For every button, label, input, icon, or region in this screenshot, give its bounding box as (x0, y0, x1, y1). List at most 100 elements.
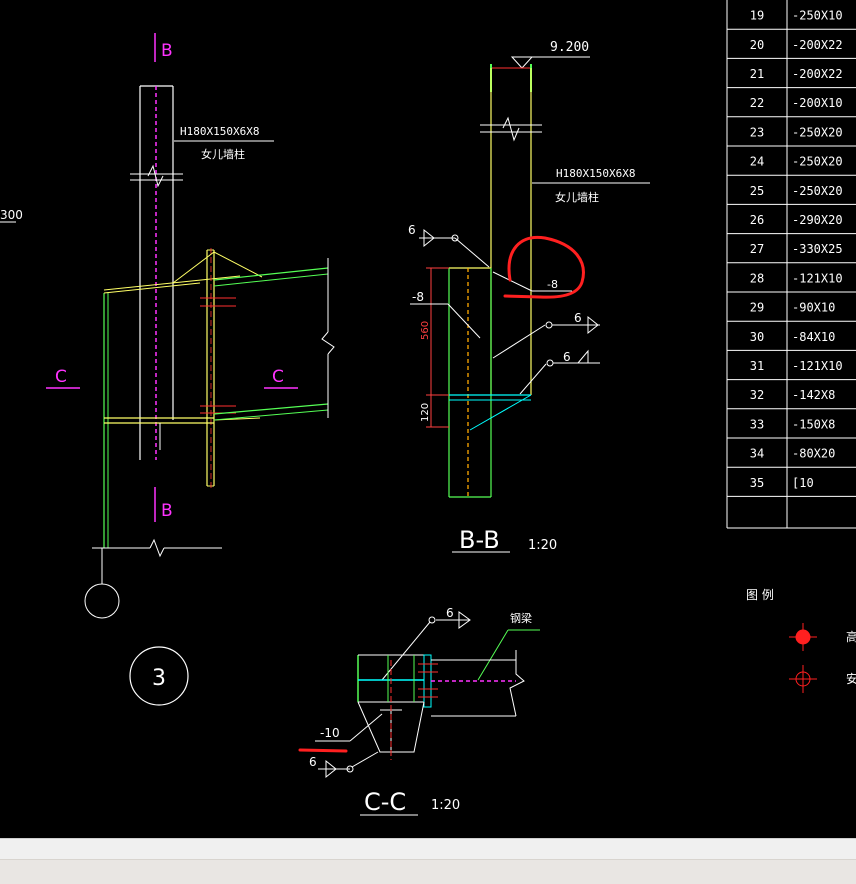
elevation-triangle (510, 56, 534, 69)
cc-weld-bottom-flag (325, 759, 337, 779)
left-member-note: 女儿墙柱 (201, 147, 245, 161)
bb-weld-6-top-circle (451, 234, 459, 242)
cc-title: C-C (364, 788, 406, 816)
table-cell-number: 33 (750, 417, 764, 431)
table-cell-spec: -290X20 (792, 213, 843, 227)
legend: 图 例 高 安 (746, 588, 856, 693)
cc-plate-10: -10 (320, 726, 340, 740)
bb-weld-6-top-flag (423, 228, 435, 248)
bb-plate-8-right-arrow (492, 271, 533, 292)
top-haunch (172, 251, 263, 284)
legend-title: 图 例 (746, 588, 774, 602)
status-strip-lower (0, 859, 856, 884)
bb-plate-8-left: -8 (412, 290, 424, 304)
table-cell-spec: -121X10 (792, 271, 843, 285)
table-cell-number: 32 (750, 388, 764, 402)
left-member-label: H180X150X6X8 (180, 125, 259, 138)
red-markup-circle (503, 235, 585, 299)
column-break-zigzag (147, 164, 164, 188)
bb-cap-diagonal (469, 394, 532, 431)
table-cell-number: 24 (750, 155, 764, 169)
bb-weld-6-mid: 6 (574, 311, 582, 325)
bb-title: B-B (459, 526, 500, 554)
detail-number-bubble (129, 646, 189, 706)
bb-weld-6-mid-flag (587, 315, 599, 335)
table-cell-number: 26 (750, 213, 764, 227)
bb-weld-6-low: 6 (563, 350, 571, 364)
sloped-roof-line (103, 282, 201, 294)
bb-member-note: 女儿墙柱 (555, 190, 599, 204)
bb-weld-6-top-arrow (454, 237, 490, 268)
cc-weld-top-circle (428, 616, 436, 624)
cc-scale: 1:20 (431, 798, 460, 813)
red-markup-underline (298, 748, 348, 753)
bb-weld-6-low-circle (546, 359, 554, 367)
cc-weld-top-flag (458, 611, 471, 629)
table-cell-number: 22 (750, 96, 764, 110)
section-bb: 9.200 H180X150X6X8 女儿墙柱 6 (408, 40, 650, 554)
table-cell-spec: -250X10 (792, 9, 843, 23)
table-cell-number: 20 (750, 38, 764, 52)
table-cell-spec: -84X10 (792, 330, 835, 344)
legend-item-1: 高 (846, 629, 856, 644)
roof-beam-bottom-flange (213, 403, 329, 415)
section-b-top-label: B (161, 41, 173, 61)
table-cell-spec: -250X20 (792, 184, 843, 198)
table-cell-spec: -121X10 (792, 359, 843, 373)
bb-break-zigzag (502, 116, 520, 142)
cc-weld-bottom-arrow (351, 751, 379, 768)
cc-weld-top: 6 (446, 606, 454, 620)
table-cell-spec: -200X22 (792, 38, 843, 52)
table-cell-number: 34 (750, 447, 764, 461)
sloped-roof-line-2 (103, 275, 241, 291)
detail-number: 3 (152, 666, 166, 691)
material-table: 19-250X1020-200X2221-200X2222-200X1023-2… (726, 0, 856, 529)
cc-weld-top-arrow (381, 621, 431, 681)
table-cell-number: 28 (750, 271, 764, 285)
bb-weld-6-top: 6 (408, 223, 416, 237)
table-cell-number: 21 (750, 67, 764, 81)
table-cell-spec: -200X10 (792, 96, 843, 110)
bb-plate-8-right: -8 (547, 278, 558, 291)
table-cell-spec: -150X8 (792, 417, 835, 431)
section-b-bottom-label: B (161, 501, 173, 521)
cad-drawing-canvas[interactable]: 300 B B C C H180X150X6X8 女儿墙柱 (0, 0, 856, 838)
table-cell-spec: -200X22 (792, 67, 843, 81)
cc-beam-note-arrow (477, 629, 509, 681)
grid-bubble (84, 583, 120, 619)
table-cell-spec: -250X20 (792, 125, 843, 139)
legend-item-2: 安 (846, 671, 856, 686)
table-cell-spec: -90X10 (792, 301, 835, 315)
bb-plate-8-left-arrow (447, 303, 481, 339)
cc-weld-bottom-circle (346, 765, 354, 773)
table-cell-spec: -250X20 (792, 155, 843, 169)
table-cell-number: 23 (750, 125, 764, 139)
section-c-left-label: C (55, 367, 67, 387)
bb-dim-120: 120 (420, 403, 431, 422)
bb-weld-6-low-flag (577, 349, 589, 364)
bb-scale: 1:20 (528, 538, 557, 553)
elevation-value: 9.200 (550, 40, 589, 55)
table-cell-spec: -330X25 (792, 242, 843, 256)
bb-weld-6-mid-circle (545, 321, 553, 329)
roof-beam-top-flange-2 (213, 273, 329, 287)
table-cell-spec: -142X8 (792, 388, 835, 402)
status-strip (0, 838, 856, 884)
table-cell-number: 31 (750, 359, 764, 373)
cc-beam-note: 钢梁 (510, 611, 532, 625)
bb-weld-6-mid-arrow (492, 324, 546, 359)
section-c-right-label: C (272, 367, 284, 387)
beam-break-zigzag (321, 331, 335, 355)
table-cell-number: 27 (750, 242, 764, 256)
cc-weld-bottom: 6 (309, 755, 317, 769)
table-cell-number: 25 (750, 184, 764, 198)
roof-beam-top-flange (213, 267, 329, 281)
left-detail: 300 B B C C H180X150X6X8 女儿墙柱 (0, 33, 335, 706)
table-cell-spec: [10 (792, 476, 814, 490)
table-cell-number: 29 (750, 301, 764, 315)
bottom-break-zigzag (149, 538, 165, 558)
cc-beam-break (509, 650, 525, 717)
cad-drawing: 300 B B C C H180X150X6X8 女儿墙柱 (0, 0, 856, 816)
section-cc: 6 钢梁 -10 (298, 606, 540, 816)
table-cell-number: 35 (750, 476, 764, 490)
